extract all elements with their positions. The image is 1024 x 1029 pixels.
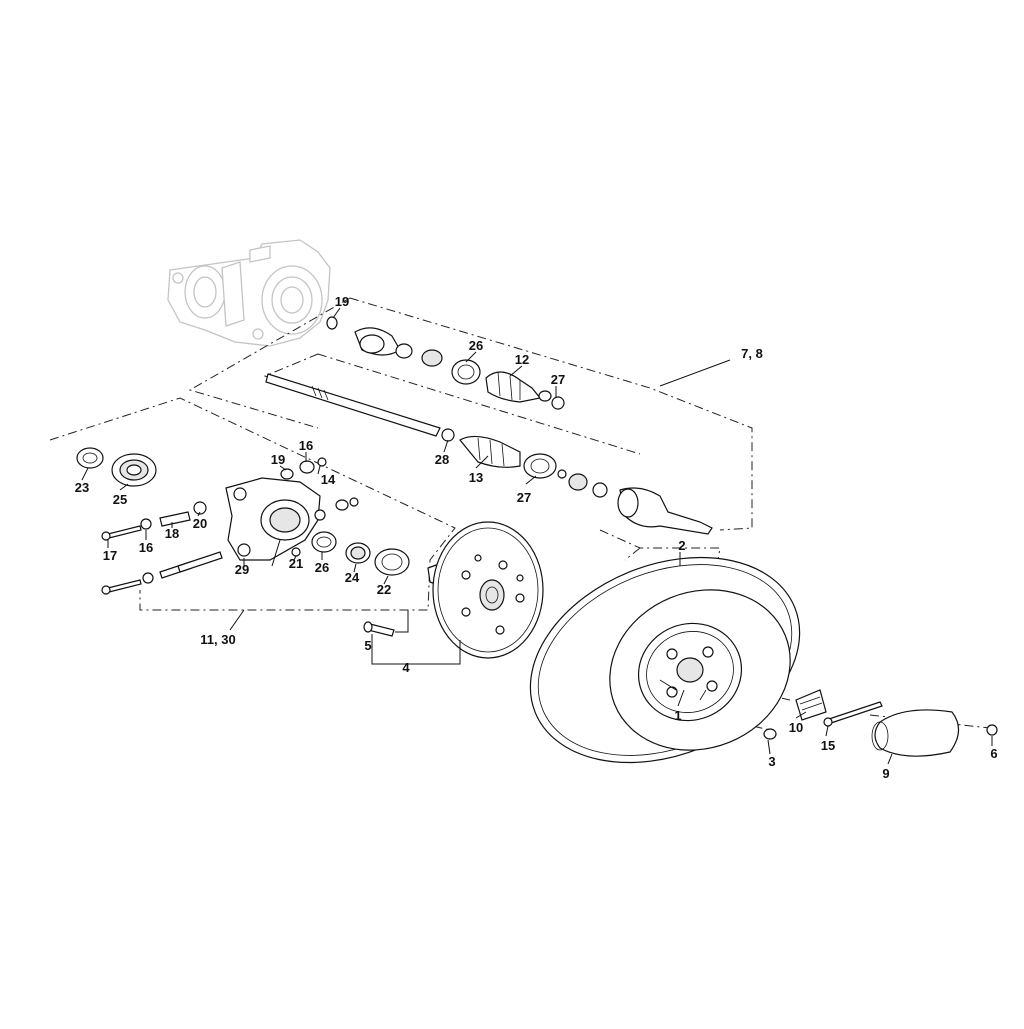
callout-12: 12: [515, 352, 529, 367]
callout-21: 23: [75, 480, 89, 495]
callout-2: 2: [678, 538, 685, 553]
callout-23: 19: [335, 294, 349, 309]
callout-16-lower: 16: [139, 540, 153, 555]
steering-knuckle: [225, 477, 321, 561]
callout-labels: 19 26 12 27 7, 8 28 13 27 23 25 19 16 14…: [75, 294, 998, 781]
callout-4: 4: [402, 660, 410, 675]
callout-13: 13: [469, 470, 483, 485]
callout-19-lower: 20: [193, 516, 207, 531]
callout-3: 3: [768, 754, 775, 769]
callout-24-left: 25: [113, 492, 127, 507]
seal-bearing-left: [76, 447, 157, 487]
leader-lines: [81, 307, 993, 765]
callout-1: 1: [674, 708, 681, 723]
callout-17: 17: [103, 548, 117, 563]
callout-5: 5: [364, 638, 371, 653]
callout-26-lower: 27: [517, 490, 531, 505]
knuckle-bolts: [101, 501, 301, 595]
gearbox-housing-ghost: [167, 239, 331, 347]
callout-28: 29: [235, 562, 249, 577]
callout-27-upper: 27: [551, 372, 565, 387]
callout-18: 18: [165, 526, 179, 541]
callout-16-upper: 16: [299, 438, 313, 453]
upper-ball-joint-hardware: [280, 457, 359, 521]
callout-20: 21: [289, 556, 303, 571]
callout-14: 14: [321, 472, 336, 487]
callout-9: 9: [882, 766, 889, 781]
callout-26-upper: 26: [469, 338, 483, 353]
wheel-tire: [529, 556, 801, 764]
half-shaft: [265, 373, 713, 535]
callout-11-30: 11, 30: [200, 632, 235, 647]
callout-27-lower: 28: [435, 452, 449, 467]
callout-19-upper: 19: [271, 452, 285, 467]
assembly-group-outlines: [49, 297, 991, 731]
hub-cap-hardware: [763, 689, 998, 757]
lug-bolt: [363, 621, 395, 637]
hub-bearings: [311, 531, 410, 576]
callout-24-right: 24: [345, 570, 360, 585]
inner-cv-joint: [326, 316, 565, 410]
callout-15: 15: [821, 738, 835, 753]
callout-25: 26: [315, 560, 329, 575]
callout-10: 10: [789, 720, 803, 735]
callout-6: 6: [990, 746, 997, 761]
callout-7-8: 7, 8: [741, 346, 763, 361]
callout-22: 22: [377, 582, 391, 597]
hub-disc: [427, 521, 544, 659]
